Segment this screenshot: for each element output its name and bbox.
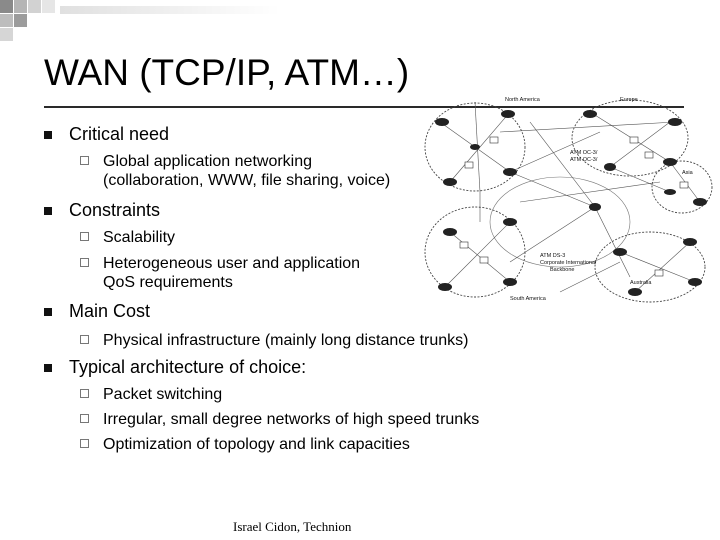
sub-bullet-line: Global application networking bbox=[103, 153, 313, 170]
label-asia: Asia bbox=[682, 170, 694, 176]
network-map-figure: North America Europe Asia ATM OC-3/ ATM … bbox=[424, 97, 713, 303]
label-europe: Europe bbox=[620, 97, 638, 103]
title-underline bbox=[44, 106, 684, 108]
slide-footer: Israel Cidon, Technion bbox=[233, 519, 352, 534]
sub-bullet-line: Heterogeneous user and application bbox=[103, 255, 361, 272]
label-atm-oc3: ATM OC-3/ bbox=[570, 150, 598, 156]
square-bullet-icon bbox=[44, 364, 52, 372]
slide-title: WAN (TCP/IP, ATM…) bbox=[44, 52, 410, 93]
box-bullet-icon bbox=[80, 439, 89, 448]
sub-bullet-line: Packet switching bbox=[103, 386, 223, 403]
box-bullet-icon bbox=[80, 335, 89, 344]
label-australia: Australia bbox=[630, 280, 652, 286]
bullet-text: Constraints bbox=[69, 200, 161, 220]
sub-bullet-line: Optimization of topology and link capaci… bbox=[103, 436, 410, 453]
box-bullet-icon bbox=[80, 156, 89, 165]
square-bullet-icon bbox=[44, 308, 52, 316]
corner-decoration bbox=[0, 0, 300, 41]
sub-bullet-line: Physical infrastructure (mainly long dis… bbox=[103, 332, 469, 349]
sub-bullet-line: Irregular, small degree networks of high… bbox=[103, 411, 480, 428]
box-bullet-icon bbox=[80, 389, 89, 398]
label-corporate-line2: Backbone bbox=[550, 267, 574, 273]
box-bullet-icon bbox=[80, 414, 89, 423]
label-north-america: North America bbox=[505, 97, 541, 103]
label-corporate-line1: Corporate International bbox=[540, 260, 596, 266]
sub-bullet-line: Scalability bbox=[103, 229, 176, 246]
square-bullet-icon bbox=[44, 207, 52, 215]
bullet-text: Critical need bbox=[69, 124, 170, 144]
box-bullet-icon bbox=[80, 232, 89, 241]
bullet-text: Typical architecture of choice: bbox=[69, 357, 307, 377]
label-atm-ds3: ATM DS-3 bbox=[540, 253, 565, 259]
sub-bullet-line: QoS requirements bbox=[103, 274, 233, 291]
label-south-america: South America bbox=[510, 296, 547, 302]
bullet-text: Main Cost bbox=[69, 301, 151, 321]
square-bullet-icon bbox=[44, 131, 52, 139]
label-atm-oc3b: ATM OC-3/ bbox=[570, 157, 598, 163]
sub-bullet-line: (collaboration, WWW, file sharing, voice… bbox=[103, 172, 391, 189]
box-bullet-icon bbox=[80, 258, 89, 267]
